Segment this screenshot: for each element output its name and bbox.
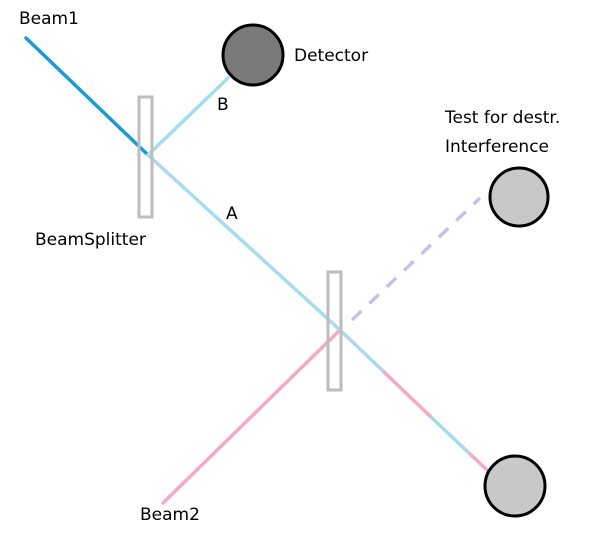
test-detector-circle [488,166,550,228]
output-beam-segment-2 [382,370,434,420]
path-a-beam [146,153,342,332]
output-detector-circle [483,454,547,518]
dashed-test-path [350,196,482,322]
output-beam-segment-4 [468,452,489,472]
path-a-label: A [226,204,238,224]
beam2-incoming [161,328,342,505]
path-b-beam [146,76,230,157]
beam1-label: Beam1 [19,9,79,29]
beam-splitter-1 [137,95,154,219]
detector-label: Detector [294,46,368,66]
output-beam-segment-3 [430,416,472,456]
path-b-label: B [217,95,229,115]
beam2-label: Beam2 [140,505,200,525]
test-label-line1: Test for destr. [444,108,560,128]
detector-circle [221,23,285,87]
output-beam-segment-1 [338,328,386,374]
test-label-line2: Interference [445,137,549,157]
beam-splitter-2 [326,270,343,392]
beam-splitter-label: BeamSplitter [35,230,146,250]
beam1-incoming [24,36,150,157]
